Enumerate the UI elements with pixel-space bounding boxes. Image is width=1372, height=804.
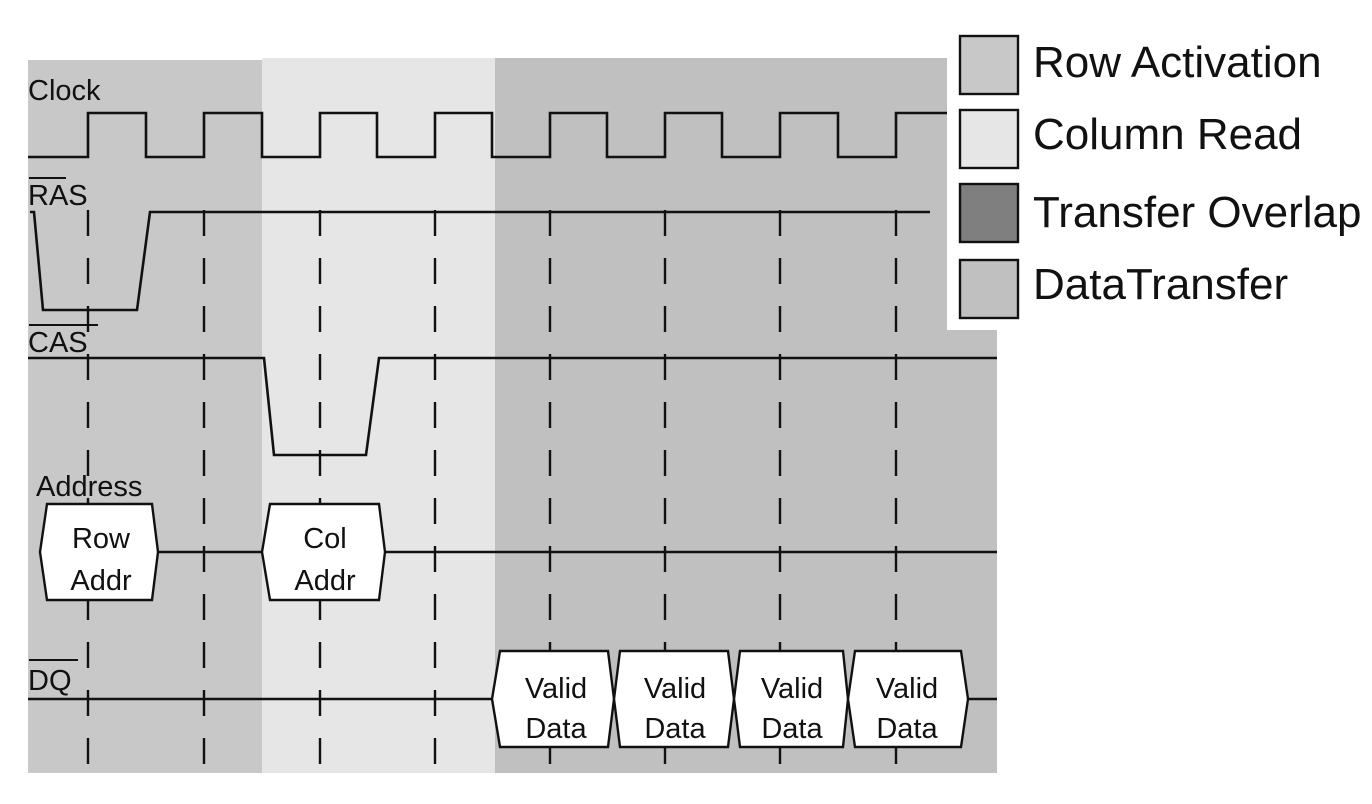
- valid-data-box: Valid Data: [846, 649, 970, 749]
- legend: Row Activation Column Read Transfer Over…: [947, 24, 1367, 330]
- row-addr-box: Row Addr: [38, 502, 160, 602]
- legend-label-column-read: Column Read: [1033, 110, 1302, 159]
- transfer-overlap-swatch: [958, 182, 1020, 244]
- column-read-region: [262, 58, 495, 773]
- col-addr-line1: Col: [303, 523, 347, 555]
- valid-data-box: Valid Data: [732, 649, 850, 749]
- row-activation-region: [28, 60, 262, 773]
- valid-data-line2: Data: [876, 713, 938, 745]
- valid-data-line1: Valid: [525, 673, 587, 705]
- col-addr-box: Col Addr: [260, 502, 387, 602]
- valid-data-line2: Data: [761, 713, 823, 745]
- valid-data-line1: Valid: [876, 673, 938, 705]
- clock-waveform: [28, 111, 947, 159]
- valid-data-line2: Data: [644, 713, 706, 745]
- clock-label: Clock: [28, 75, 101, 107]
- legend-label-data-transfer: DataTransfer: [1033, 260, 1288, 309]
- legend-label-row-activation: Row Activation: [1033, 38, 1322, 87]
- dq-label: DQ: [28, 665, 72, 697]
- valid-data-line1: Valid: [644, 673, 706, 705]
- row-activation-swatch: [958, 34, 1020, 96]
- address-label: Address: [36, 471, 142, 503]
- cas-label: CAS: [28, 327, 88, 359]
- col-addr-line2: Addr: [294, 565, 356, 597]
- row-addr-line2: Addr: [70, 565, 132, 597]
- valid-data-box: Valid Data: [490, 649, 616, 749]
- valid-data-line2: Data: [525, 713, 587, 745]
- cas-waveform: [28, 356, 997, 457]
- legend-label-transfer-overlap: Transfer Overlap: [1033, 188, 1361, 237]
- valid-data-line1: Valid: [761, 673, 823, 705]
- ras-label: RAS: [28, 180, 88, 212]
- ras-waveform: [30, 210, 930, 312]
- valid-data-box: Valid Data: [612, 649, 736, 749]
- data-transfer-swatch: [958, 258, 1020, 320]
- row-addr-line1: Row: [72, 523, 131, 555]
- column-read-swatch: [958, 108, 1020, 170]
